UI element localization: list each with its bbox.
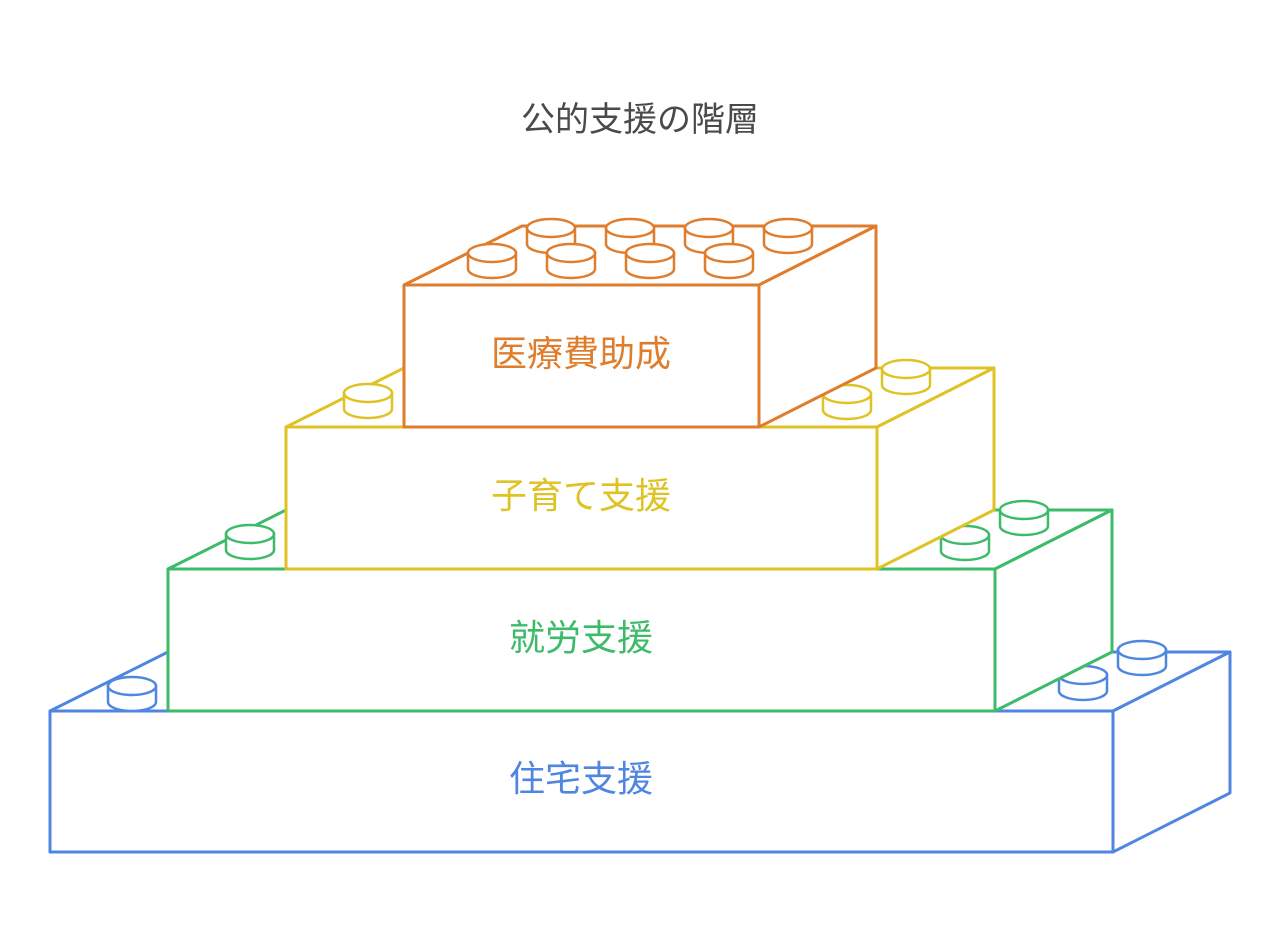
block-medical-stud bbox=[466, 242, 518, 280]
block-childcare-label: 子育て支援 bbox=[491, 476, 671, 517]
block-housing-stud bbox=[1116, 639, 1168, 677]
block-employment-label: 就労支援 bbox=[509, 618, 653, 659]
block-childcare-stud bbox=[880, 358, 932, 396]
block-employment-stud bbox=[224, 523, 276, 561]
block-medical-stud bbox=[762, 217, 814, 255]
block-medical-label: 医療費助成 bbox=[491, 334, 671, 375]
block-housing-front bbox=[48, 709, 1115, 854]
block-housing-label: 住宅支援 bbox=[509, 759, 653, 800]
block-medical-stud bbox=[624, 242, 676, 280]
block-housing-stud bbox=[106, 675, 158, 713]
block-medical-stud bbox=[545, 242, 597, 280]
block-medical-front bbox=[402, 283, 761, 429]
block-childcare-front bbox=[284, 425, 879, 571]
block-employment-front bbox=[166, 567, 997, 713]
block-employment-stud bbox=[998, 499, 1050, 537]
diagram-title: 公的支援の階層 bbox=[521, 100, 759, 140]
block-childcare-stud bbox=[342, 382, 394, 420]
block-medical: 医療費助成 bbox=[402, 217, 878, 429]
block-medical-stud bbox=[703, 242, 755, 280]
